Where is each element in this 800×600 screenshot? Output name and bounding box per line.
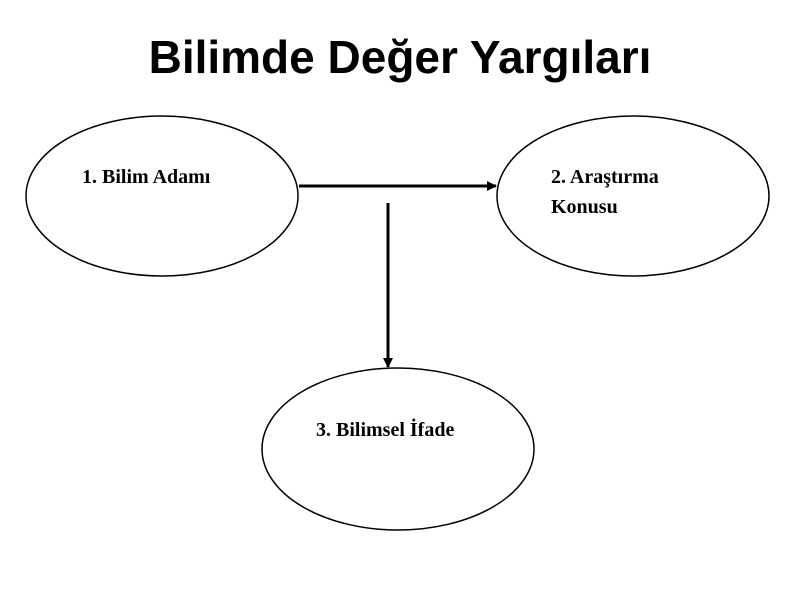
node-bilim-adami-ellipse [25,115,299,277]
node-bilimsel-ifade-label: 3. Bilimsel İfade [316,417,454,441]
node-bilimsel-ifade-ellipse [261,367,535,531]
node-arastirma-konusu-ellipse [496,115,770,277]
node-bilim-adami-label: 1. Bilim Adamı [82,166,211,188]
slide-title: Bilimde Değer Yargıları [148,31,652,83]
node-arastirma-konusu-label-line1: 2. Araştırma [551,166,659,188]
node-arastirma-konusu-label-line2: Konusu [551,196,618,218]
